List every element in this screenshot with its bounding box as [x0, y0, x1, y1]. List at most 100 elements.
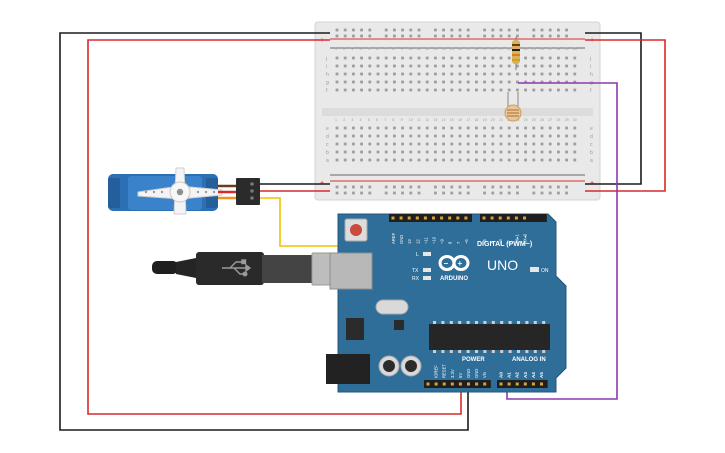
terminal-hole	[466, 150, 470, 154]
header-pin[interactable]	[407, 216, 411, 220]
terminal-hole	[425, 142, 429, 146]
terminal-hole	[548, 126, 552, 130]
terminal-hole	[401, 72, 404, 76]
row-letter: f	[326, 88, 328, 94]
header-pin[interactable]	[440, 216, 444, 220]
header-pin[interactable]	[432, 216, 435, 220]
header-pin[interactable]	[475, 382, 479, 386]
resistor-band	[512, 49, 520, 51]
terminal-hole	[335, 72, 339, 76]
usb-cable[interactable]	[152, 252, 345, 286]
column-number: 2	[343, 47, 345, 51]
header-pin[interactable]	[499, 382, 503, 386]
terminal-hole	[540, 64, 544, 68]
rail-hole	[352, 34, 355, 38]
header-pin[interactable]	[514, 216, 518, 220]
column-number: 24	[524, 118, 528, 122]
header-pin[interactable]	[426, 382, 430, 386]
photoresistor[interactable]	[504, 92, 522, 122]
terminal-hole	[450, 134, 454, 138]
rail-hole	[450, 34, 454, 38]
header-pin[interactable]	[490, 216, 494, 220]
header-pin[interactable]	[448, 216, 452, 220]
terminal-hole	[524, 150, 527, 154]
header-pin[interactable]	[464, 216, 468, 220]
rail-hole	[360, 34, 363, 38]
row-letter: i	[326, 64, 327, 70]
terminal-hole	[499, 142, 503, 146]
terminal-hole	[417, 150, 421, 154]
rail-hole	[540, 28, 544, 32]
terminal-hole	[376, 88, 380, 92]
header-pin[interactable]	[456, 216, 460, 220]
rail-hole	[540, 34, 544, 38]
rail-hole	[483, 34, 486, 38]
rail-hole	[557, 28, 560, 32]
wire-black-left-loop[interactable]	[59, 32, 469, 431]
header-pin[interactable]	[482, 216, 486, 220]
rail-hole	[458, 28, 462, 32]
header-pin[interactable]	[467, 382, 470, 386]
terminal-hole	[491, 134, 495, 138]
header-pin[interactable]	[540, 382, 543, 386]
terminal-hole	[343, 72, 347, 76]
header-pin[interactable]	[442, 382, 446, 386]
resistor-band	[512, 59, 520, 61]
header-pin[interactable]	[506, 216, 510, 220]
terminal-hole	[483, 126, 486, 130]
rail-hole	[335, 34, 339, 38]
header-pin[interactable]	[423, 216, 427, 220]
header-pin[interactable]	[415, 216, 419, 220]
power-jack	[326, 354, 370, 384]
terminal-hole	[499, 72, 503, 76]
header-pin[interactable]	[434, 382, 438, 386]
column-number: 20	[491, 118, 495, 122]
wire-black-right[interactable]	[585, 32, 642, 185]
servo-motor[interactable]	[108, 167, 260, 215]
resistor[interactable]	[512, 37, 520, 70]
row-letter: f	[590, 88, 592, 94]
terminal-hole	[360, 126, 363, 130]
terminal-hole	[548, 64, 552, 68]
column-number: 4	[360, 118, 362, 122]
header-pin[interactable]	[507, 382, 511, 386]
chip-pin	[441, 321, 445, 324]
rail-hole	[335, 28, 339, 32]
terminal-hole	[483, 158, 486, 162]
header-pin[interactable]	[391, 216, 395, 220]
terminal-hole	[557, 158, 560, 162]
header-pin[interactable]	[523, 382, 527, 386]
reset-button[interactable]	[350, 224, 362, 236]
terminal-hole	[466, 142, 470, 146]
wires	[59, 32, 666, 431]
header-pin[interactable]	[498, 216, 502, 220]
header-pin[interactable]	[515, 382, 519, 386]
terminal-hole	[475, 88, 478, 92]
terminal-hole	[499, 56, 503, 60]
wire-red-left-loop[interactable]	[87, 39, 462, 415]
header-pin[interactable]	[531, 382, 535, 386]
analog-pin-label: A3	[523, 372, 528, 378]
rail-hole	[516, 185, 519, 189]
header-pin[interactable]	[523, 216, 526, 220]
header-pin[interactable]	[483, 382, 487, 386]
rail-hole	[368, 34, 372, 38]
led-tx	[423, 268, 431, 272]
rail-hole	[458, 185, 462, 189]
column-number: 21	[499, 118, 503, 122]
rail-hole	[565, 28, 568, 32]
terminal-hole	[532, 150, 536, 154]
digital-header-label: DIGITAL (PWM~)	[477, 241, 532, 248]
terminal-hole	[516, 126, 519, 130]
terminal-hole	[540, 80, 544, 84]
header-pin[interactable]	[458, 382, 462, 386]
wire-purple-analog[interactable]	[506, 82, 618, 400]
rail-hole	[557, 185, 560, 189]
wire-red-right[interactable]	[585, 39, 666, 192]
terminal-hole	[368, 72, 372, 76]
header-pin[interactable]	[450, 382, 454, 386]
header-pin[interactable]	[399, 216, 403, 220]
